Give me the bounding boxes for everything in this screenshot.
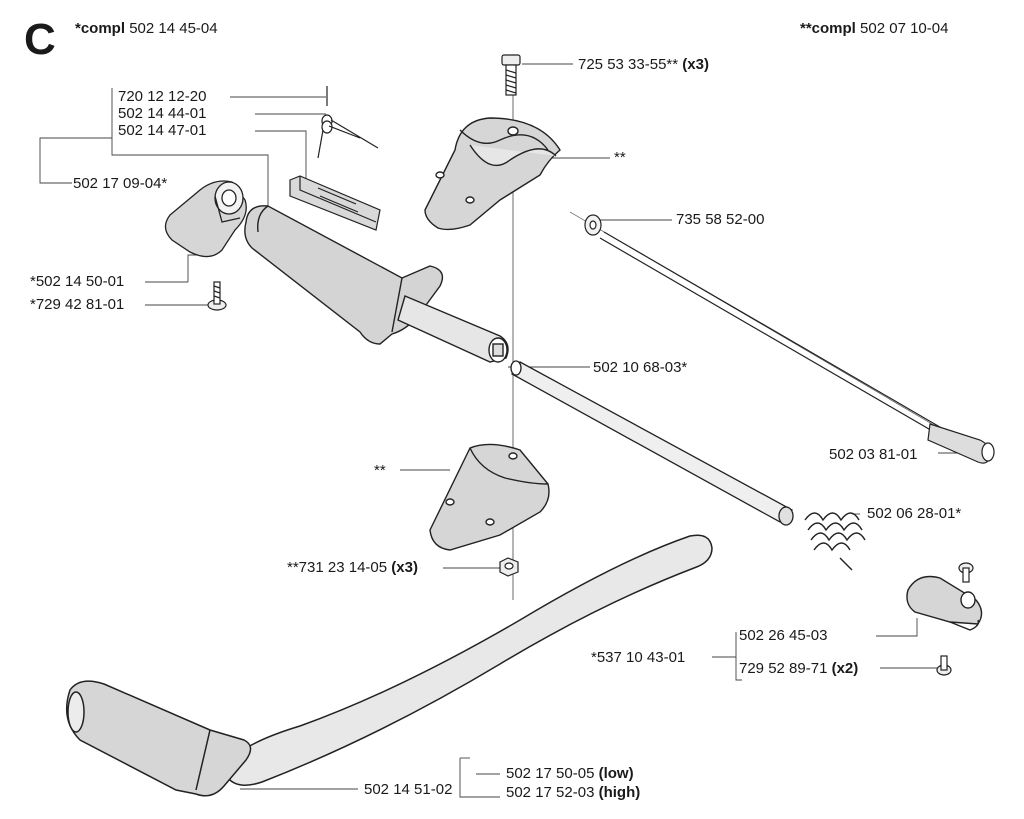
part-label-502-03-81-01: 502 03 81-01: [829, 446, 918, 463]
part-label-729-42-81-01: *729 42 81-01: [30, 296, 125, 313]
part-label-502-14-44-01: 502 14 44-01: [118, 105, 207, 122]
part-label-502-14-50-01: *502 14 50-01: [30, 273, 125, 290]
part-label-735-58-52-00: 735 58 52-00: [676, 211, 765, 228]
part-label-537-10-43-01: *537 10 43-01: [591, 649, 686, 666]
tube-502-10-68-03: [510, 360, 794, 526]
throttle-lever-502-17-09-04: [164, 180, 247, 258]
washer-735-58-52-00: [584, 214, 602, 236]
part-label-720-12-12-20: 720 12 12-20: [118, 88, 207, 105]
part-label-729-52-89-71: 729 52 89-71 (x2): [739, 660, 859, 677]
assembly-label-left: *compl 502 14 45-04: [75, 20, 218, 37]
part-label-725-53-33-55: 725 53 33-55** (x3): [578, 56, 709, 73]
part-label-502-17-52-03: 502 17 52-03 (high): [506, 784, 641, 801]
handle-grip: [244, 205, 509, 363]
screw-729-42-81-01: [207, 281, 227, 311]
bolt-725-53-33-55: [501, 54, 521, 96]
part-label-502-06-28-01: 502 06 28-01*: [867, 505, 962, 522]
part-label-502-10-68-03: 502 10 68-03*: [593, 359, 688, 376]
spring-502-14-44-01: [317, 114, 379, 159]
screw-729-52-89-71: [936, 655, 952, 676]
assembly-label-right: **compl 502 07 10-04: [800, 20, 949, 37]
part-label-lower-clamp: **: [374, 462, 386, 479]
section-letter: C: [24, 15, 56, 64]
part-label-502-17-50-05: 502 17 50-05 (low): [506, 765, 634, 782]
part-label-upper-clamp: **: [614, 149, 626, 166]
upper-clamp: [424, 117, 561, 231]
part-label-502-14-47-01: 502 14 47-01: [118, 122, 207, 139]
end-cap-537-10-43-01: [906, 575, 983, 631]
part-label-502-26-45-03: 502 26 45-03: [739, 627, 828, 644]
lower-clamp: [429, 443, 550, 551]
part-label-731-23-14-05: **731 23 14-05 (x3): [287, 559, 418, 576]
throttle-trigger-502-14-47-01: [289, 175, 381, 231]
part-label-502-17-09-04: 502 17 09-04*: [73, 175, 168, 192]
part-label-502-14-51-02: 502 14 51-02: [364, 781, 453, 798]
spring-502-06-28-01: [804, 512, 866, 571]
screw-502-26-45-03: [958, 562, 974, 583]
drive-shaft-502-03-81-01: [599, 231, 995, 464]
nut-731-23-14-05: [499, 557, 519, 577]
loop-handle: [65, 534, 713, 797]
